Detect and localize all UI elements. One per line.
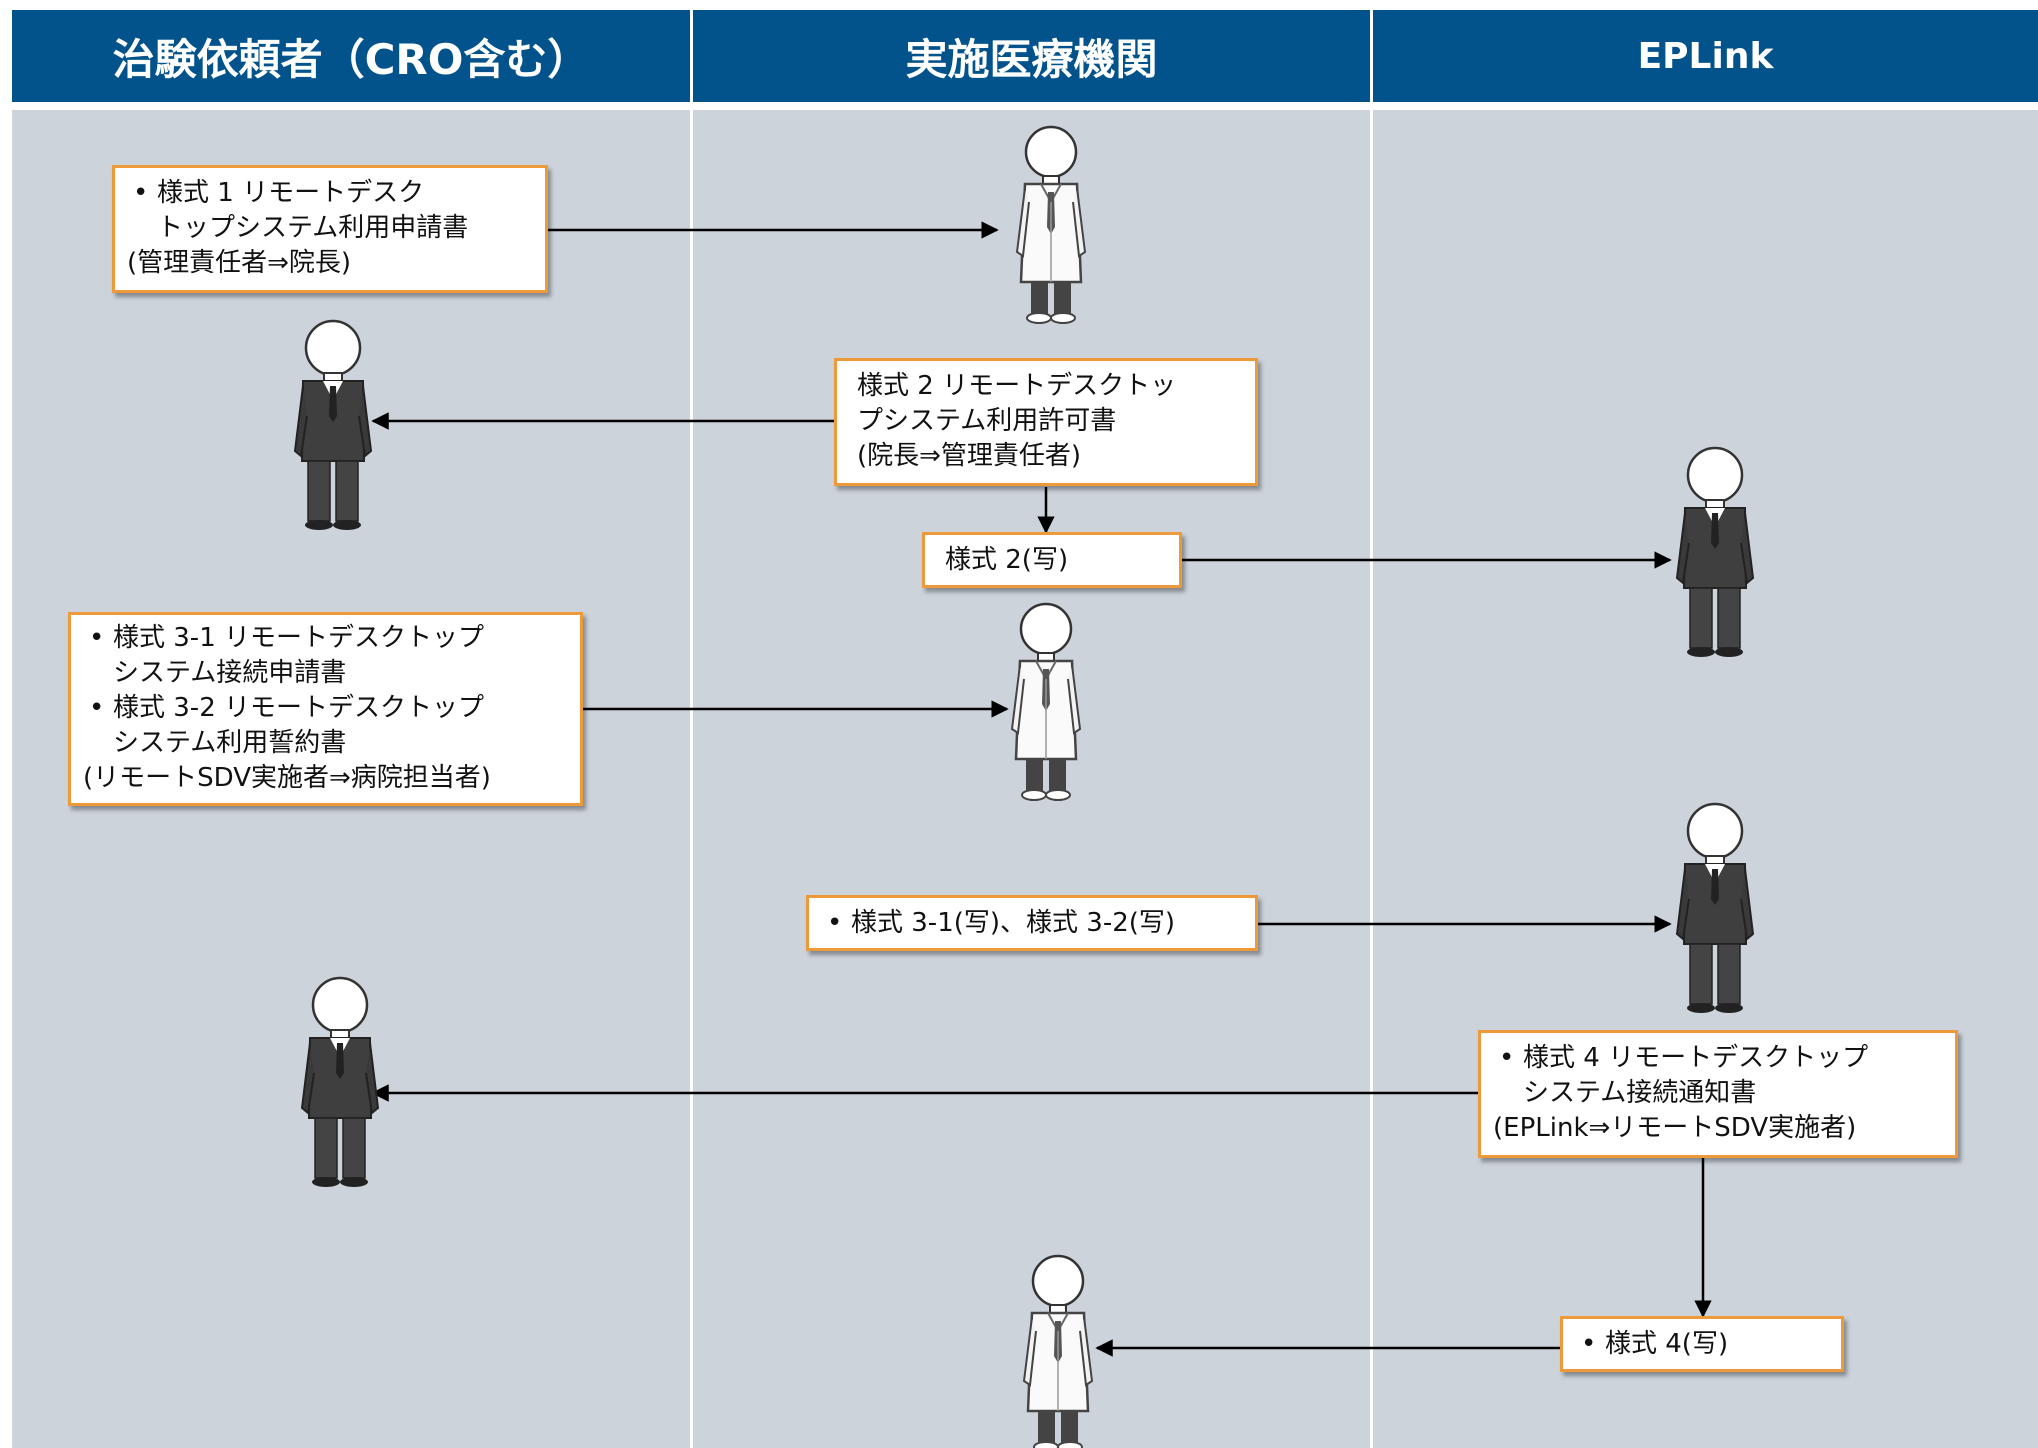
form3-box: 様式 3-1 リモートデスクトップ システム接続申請書 様式 3-2 リモートデ…: [68, 612, 583, 806]
form4-box: 様式 4 リモートデスクトップ システム接続通知書 (EPLink⇒リモートSD…: [1478, 1030, 1958, 1158]
form4-line2: システム接続通知書: [1523, 1078, 1757, 1108]
form1-line3: (管理責任者⇒院長): [127, 248, 352, 278]
form3-line3: (リモートSDV実施者⇒病院担当者): [83, 763, 491, 793]
form3-item2-a: 様式 3-2 リモートデスクトップ: [83, 691, 568, 726]
suit-person-icon: [300, 976, 380, 1189]
form4-copy-line1: 様式 4(写): [1575, 1327, 1829, 1362]
form2-line1: 様式 2 リモートデスクトッ: [857, 371, 1177, 401]
form3-item1-b: システム接続申請書: [113, 658, 347, 688]
suit-person-icon: [1675, 446, 1755, 659]
lane-header-site: 実施医療機関: [693, 10, 1370, 102]
lane-header-sponsor: 治験依頼者（CRO含む）: [12, 10, 690, 102]
form1-box: 様式 1 リモートデスク トップシステム利用申請書 (管理責任者⇒院長): [112, 165, 548, 293]
form4-line3: (EPLink⇒リモートSDV実施者): [1493, 1113, 1857, 1143]
doctor-person-icon: [1010, 602, 1082, 802]
suit-person-icon: [293, 319, 373, 532]
form2-line3: (院長⇒管理責任者): [857, 441, 1082, 471]
lane-header-site-label: 実施医療機関: [905, 34, 1158, 84]
form3-copy-line1: 様式 3-1(写)、様式 3-2(写): [821, 906, 1243, 941]
lane-header-eplink: EPLink: [1373, 10, 2038, 102]
form2-copy-box: 様式 2(写): [922, 532, 1182, 588]
form1-line2: トップシステム利用申請書: [157, 213, 469, 243]
form3-item1-a: 様式 3-1 リモートデスクトップ: [83, 621, 568, 656]
form4-line1: 様式 4 リモートデスクトップ: [1493, 1041, 1943, 1076]
form2-box: 様式 2 リモートデスクトッ プシステム利用許可書 (院長⇒管理責任者): [834, 358, 1258, 486]
form3-item2-b: システム利用誓約書: [113, 728, 347, 758]
doctor-person-icon: [1015, 125, 1087, 325]
suit-person-icon: [1675, 802, 1755, 1015]
form3-copy-box: 様式 3-1(写)、様式 3-2(写): [806, 895, 1258, 951]
lane-header-sponsor-label: 治験依頼者（CRO含む）: [112, 34, 590, 84]
lane-header-eplink-label: EPLink: [1637, 35, 1774, 77]
doctor-person-icon: [1022, 1254, 1094, 1448]
form4-copy-box: 様式 4(写): [1560, 1316, 1844, 1372]
form2-line2: プシステム利用許可書: [857, 406, 1117, 436]
lane-eplink: [1373, 110, 2038, 1448]
form1-line1: 様式 1 リモートデスク: [127, 176, 533, 211]
form2-copy-line1: 様式 2(写): [945, 545, 1069, 575]
